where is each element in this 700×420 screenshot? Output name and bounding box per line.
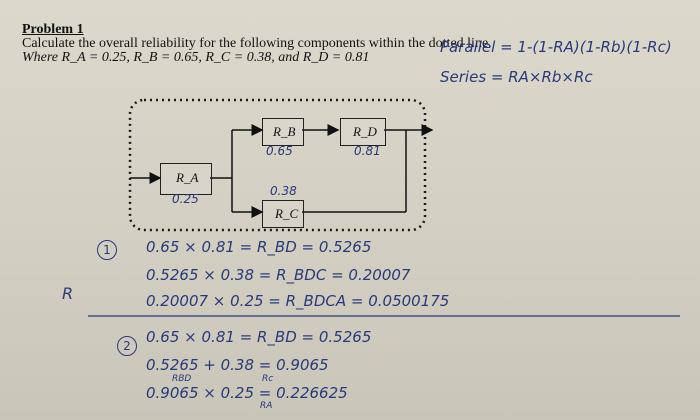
work2-sub-rbd: RBD [172,374,192,384]
ra-value: 0.25 [172,192,199,206]
work1-side-note: R [62,284,74,303]
component-rd: R_D [340,118,386,146]
problem-title: Problem 1 [22,22,84,37]
step-2-marker: 2 [117,336,137,356]
rd-label: R_D [353,124,377,139]
dotted-boundary [128,98,427,232]
work2-line-3: 0.9065 × 0.25 = 0.226625 [146,384,348,402]
rd-value: 0.81 [354,144,381,158]
work2-sub-ra: RA [260,401,273,411]
work2-line-1: 0.65 × 0.81 = R_BD = 0.5265 [146,328,372,346]
work2-line-2: 0.5265 + 0.38 = 0.9065 [146,356,329,374]
parallel-formula-note: Parallel = 1-(1-RA)(1-Rb)(1-Rc) [440,38,672,56]
problem-statement: Calculate the overall reliability for th… [22,36,492,51]
step-1-marker: 1 [97,240,117,260]
component-rc: R_C [262,200,304,228]
component-ra: R_A [160,163,212,195]
work1-line-2: 0.5265 × 0.38 = R_BDC = 0.20007 [146,266,411,284]
rb-label: R_B [273,124,296,139]
work1-line-3: 0.20007 × 0.25 = R_BDCA = 0.0500175 [146,292,450,310]
work1-line-1: 0.65 × 0.81 = R_BD = 0.5265 [146,238,372,256]
work2-sub-rc: Rc [262,374,274,384]
problem-given-values: Where R_A = 0.25, R_B = 0.65, R_C = 0.38… [22,50,370,65]
rb-value: 0.65 [266,144,293,158]
series-formula-note: Series = RA×Rb×Rc [440,68,593,86]
rc-value: 0.38 [270,184,297,198]
rc-label: R_C [275,206,299,221]
ra-label: R_A [176,170,199,185]
component-rb: R_B [262,118,304,146]
